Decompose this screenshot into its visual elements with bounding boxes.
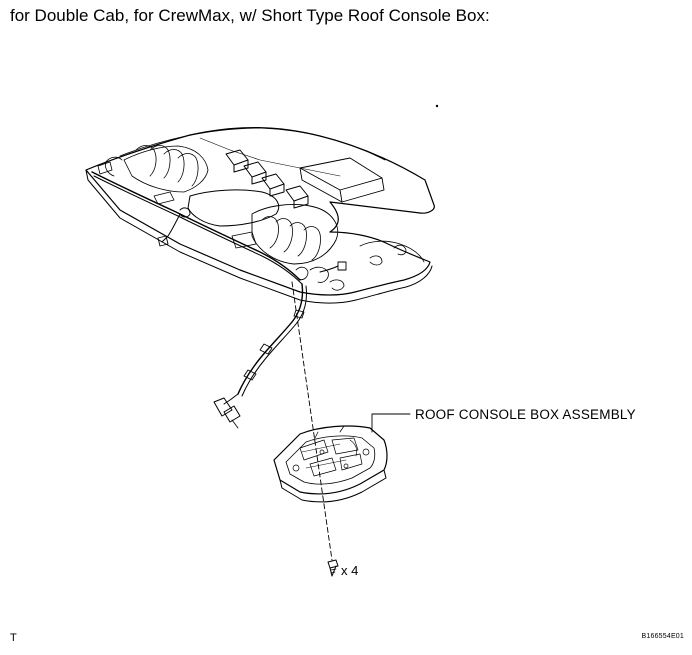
figure-code: B166554E01: [641, 633, 684, 640]
console-callout-leader: [371, 413, 411, 433]
corner-mark: T: [10, 632, 17, 644]
page-title: for Double Cab, for CrewMax, w/ Short Ty…: [10, 6, 490, 25]
stray-mark: [435, 104, 439, 108]
roof-headliner: [85, 127, 435, 304]
roof-console-box: [273, 425, 388, 503]
screw-quantity-label: x 4: [341, 563, 359, 578]
wire-harness: [91, 171, 347, 429]
screw-icon: [327, 559, 339, 577]
console-box-callout-label: ROOF CONSOLE BOX ASSEMBLY: [415, 407, 636, 422]
assembly-guide-line: [291, 281, 333, 561]
